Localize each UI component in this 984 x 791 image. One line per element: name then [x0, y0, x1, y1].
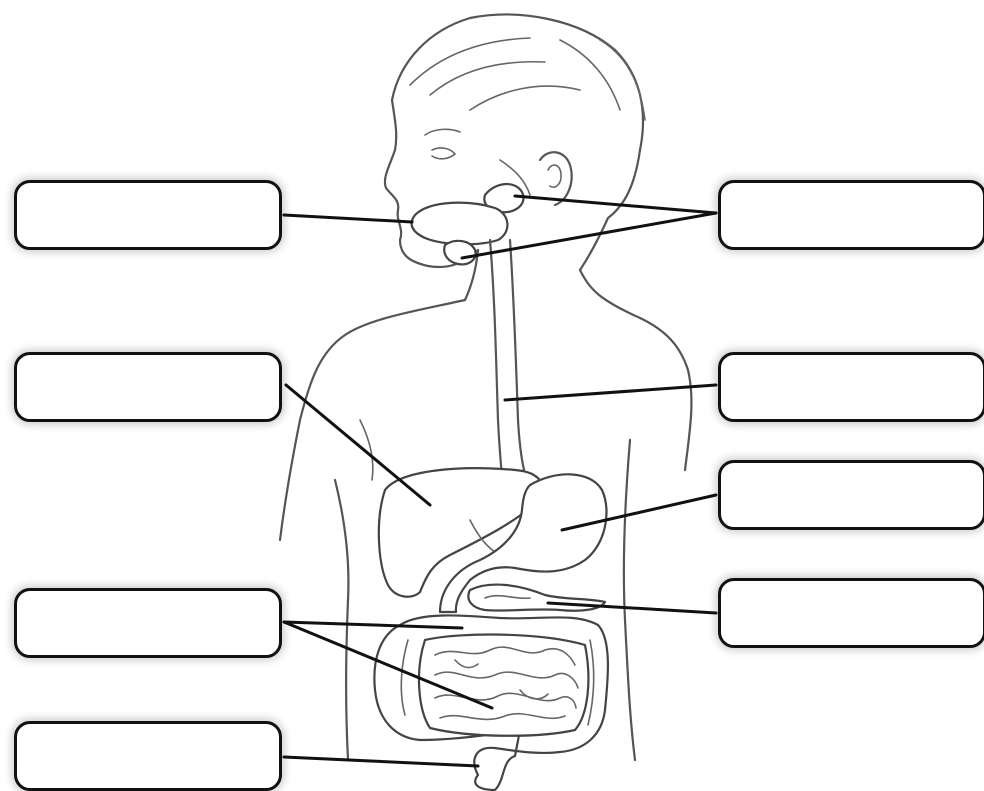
label-box-left-2[interactable] [14, 352, 282, 422]
label-box-right-3[interactable] [718, 460, 984, 530]
label-box-right-1[interactable] [718, 180, 984, 250]
leader-line [505, 385, 716, 400]
leader-line [284, 757, 478, 766]
esophagus [490, 240, 530, 500]
mouth-and-glands [412, 184, 524, 264]
leader-line [284, 215, 412, 222]
small-intestine [419, 635, 588, 736]
label-box-right-4[interactable] [718, 578, 984, 648]
pancreas [468, 585, 605, 611]
leader-line [286, 385, 430, 505]
label-box-right-2[interactable] [718, 352, 984, 422]
label-box-left-4[interactable] [14, 721, 282, 791]
hair [392, 15, 645, 150]
label-box-left-1[interactable] [14, 180, 282, 250]
label-box-left-3[interactable] [14, 588, 282, 658]
